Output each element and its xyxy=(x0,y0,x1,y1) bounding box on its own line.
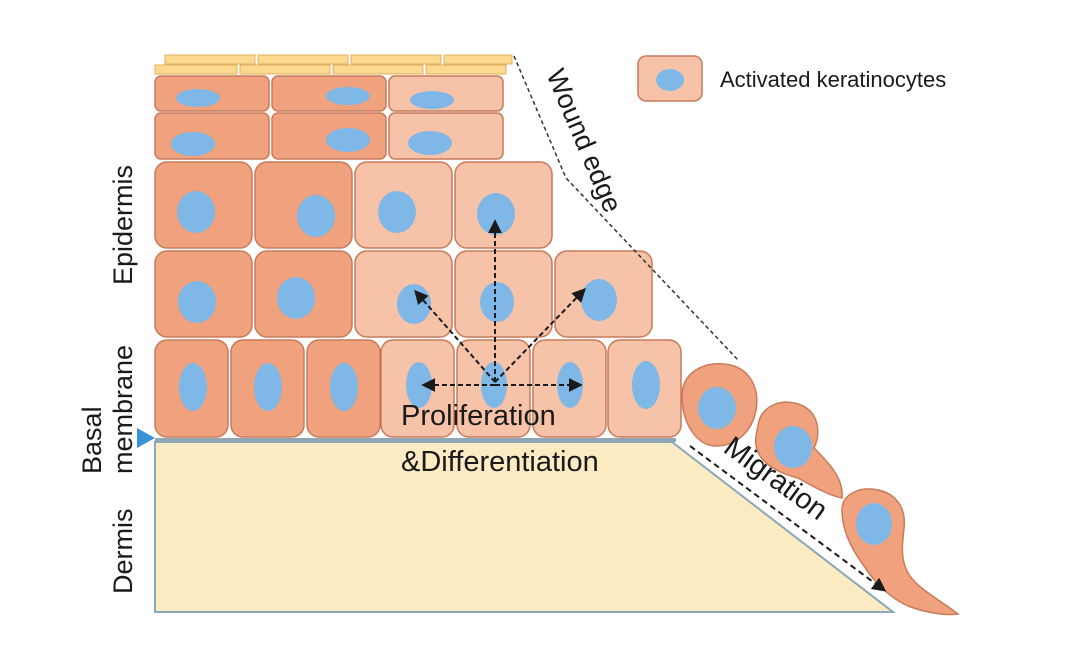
proliferation-arrows xyxy=(414,219,586,392)
migration-arrow xyxy=(689,445,887,592)
spinous-row-upper xyxy=(154,161,553,249)
basal-membrane-label-line1: Basal xyxy=(77,406,107,474)
dermis-label: Dermis xyxy=(108,509,138,595)
wound-edge-label: Wound edge xyxy=(540,65,627,217)
basal-membrane-marker xyxy=(137,428,155,448)
legend-label: Activated keratinocytes xyxy=(720,67,946,92)
migrating-cells xyxy=(681,363,960,616)
arrow-up-left xyxy=(414,289,496,383)
basal-membrane-label-line2: membrane xyxy=(108,345,138,474)
spinous-row-lower xyxy=(154,250,653,338)
epidermis-label: Epidermis xyxy=(108,165,138,285)
wound-edge-line xyxy=(513,55,739,361)
legend: Activated keratinocytes xyxy=(637,55,946,102)
stratum-corneum xyxy=(154,54,513,75)
arrow-up-right xyxy=(494,287,586,383)
proliferation-label: Proliferation xyxy=(401,400,556,432)
legend-nucleus xyxy=(656,69,684,91)
differentiation-label: &Differentiation xyxy=(401,446,599,478)
granular-layer xyxy=(154,75,504,160)
